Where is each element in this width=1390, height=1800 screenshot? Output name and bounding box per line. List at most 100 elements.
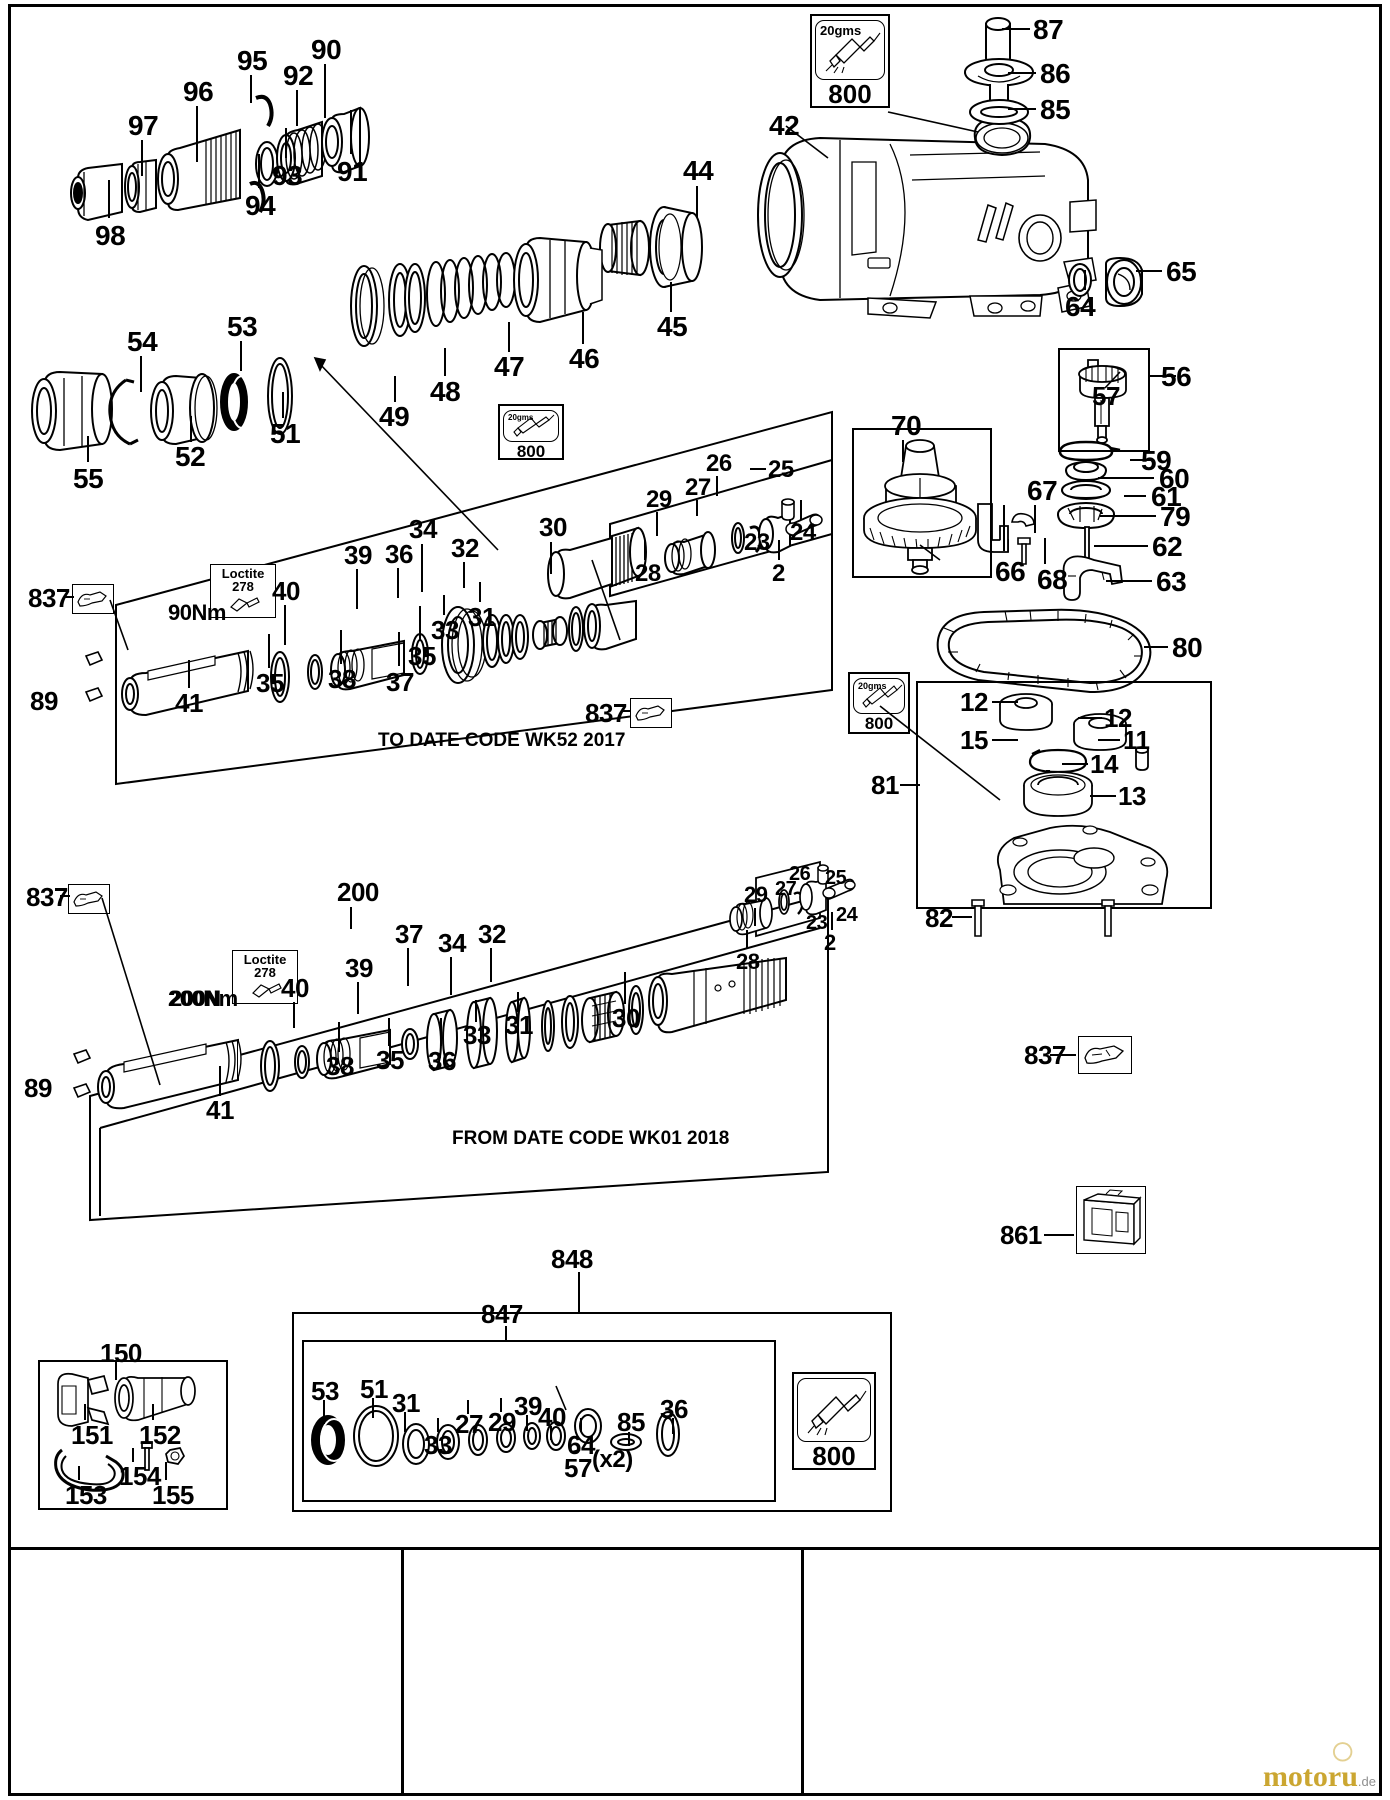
- callout-26: 26: [706, 450, 732, 477]
- legend-divider-1: [401, 1550, 404, 1793]
- handle-assembly-graphic: [46, 1364, 226, 1508]
- leader-87: [1002, 28, 1030, 30]
- lower-spindle-graphic: [97, 956, 798, 1118]
- callout-37: 37: [386, 667, 414, 697]
- leader-66: [1003, 505, 1005, 551]
- leader-96: [196, 106, 198, 162]
- leader-41b: [219, 1066, 221, 1096]
- callout-86: 86: [1040, 58, 1071, 89]
- leader-60: [1098, 477, 1154, 479]
- part-85-oring-graphic: [968, 98, 1030, 126]
- callout-35c: 35: [376, 1045, 404, 1075]
- kit-box-848: [292, 1312, 892, 1512]
- callout-24b: 24: [836, 904, 858, 926]
- leader-24: [800, 500, 802, 520]
- leader-97: [141, 140, 143, 176]
- grease-box-800-gearbox: 20gms 800: [848, 672, 910, 734]
- leader-25: [750, 468, 766, 470]
- callout-36: 36: [385, 539, 413, 569]
- callout-837c: 837: [26, 882, 68, 912]
- callout-91: 91: [337, 156, 368, 187]
- torque-label-200nm: 200Nm: [168, 986, 238, 1011]
- callout-52: 52: [175, 441, 206, 472]
- callout-28b: 28: [736, 949, 760, 974]
- part-82-screws-graphic: [966, 898, 1126, 940]
- handle-box-150: [38, 1360, 228, 1510]
- callout-153: 153: [65, 1480, 107, 1510]
- leader-64: [1084, 270, 1086, 290]
- watermark: motoru.de: [1263, 1760, 1376, 1794]
- leader-86: [1008, 72, 1036, 74]
- leader-153: [78, 1466, 80, 1480]
- leader-38b: [338, 1022, 340, 1052]
- leader-48: [444, 348, 446, 376]
- callout-861: 861: [1000, 1220, 1042, 1250]
- callout-40: 40: [272, 576, 300, 606]
- part-89a-pins-graphic: [62, 648, 118, 710]
- callout-85: 85: [1040, 94, 1071, 125]
- callout-24: 24: [790, 519, 816, 546]
- watermark-suffix: .de: [1357, 1774, 1376, 1789]
- callout-64k: 64: [567, 1430, 595, 1460]
- callout-848: 848: [551, 1244, 593, 1274]
- leader-85k: [628, 1432, 630, 1446]
- leader-80: [1144, 646, 1168, 648]
- leader-61: [1124, 495, 1146, 497]
- callout-29: 29: [646, 486, 672, 513]
- callout-42: 42: [769, 110, 800, 141]
- grease-code-label-mid: 800: [516, 442, 546, 461]
- callout-79: 79: [1160, 501, 1191, 532]
- upper-striker-graphic: [547, 498, 823, 610]
- part-70-gear-graphic: [858, 436, 986, 575]
- callout-97: 97: [128, 110, 159, 141]
- callout-31: 31: [468, 602, 496, 632]
- grease-code-label-gb: 800: [864, 714, 894, 733]
- callout-47: 47: [494, 351, 525, 382]
- leader-40b: [293, 1002, 295, 1028]
- leader-54: [140, 356, 142, 392]
- callout-25: 25: [768, 456, 794, 483]
- grease-box-800-kit: 800: [792, 1372, 876, 1470]
- callout-89a: 89: [30, 686, 58, 716]
- leader-45: [670, 282, 672, 312]
- icon-box-837-b: [630, 698, 672, 728]
- callout-51: 51: [270, 418, 301, 449]
- callout-44: 44: [683, 155, 714, 186]
- leader-13: [1090, 795, 1116, 797]
- leader-79: [1100, 515, 1156, 517]
- callout-152: 152: [139, 1420, 181, 1450]
- leader-47: [508, 322, 510, 352]
- leader-93: [285, 128, 287, 158]
- grease-weight-label-mid: 20gms: [508, 413, 534, 422]
- callout-41b: 41: [206, 1095, 234, 1125]
- callout-27k: 27: [455, 1409, 483, 1439]
- leader-26: [716, 476, 718, 496]
- callout-81: 81: [871, 770, 899, 800]
- loctite-box-lower: Loctite 278: [232, 950, 298, 1004]
- leader-837d: [1050, 1054, 1076, 1056]
- callout-33b: 33: [463, 1020, 491, 1050]
- leader-65: [1136, 270, 1162, 272]
- leader-12b: [1078, 717, 1102, 719]
- callout-85k: 85: [617, 1407, 645, 1437]
- part-56-box: [1058, 348, 1150, 452]
- leader-85: [1008, 108, 1036, 110]
- leader-95: [250, 75, 252, 103]
- callout-93: 93: [272, 160, 303, 191]
- callout-31b: 31: [505, 1010, 533, 1040]
- callout-32: 32: [451, 533, 479, 563]
- callout-27b: 27: [775, 878, 797, 900]
- leader-51k: [372, 1398, 374, 1418]
- leader-64k: [580, 1418, 582, 1432]
- leader-82: [952, 916, 972, 918]
- leader-62: [1094, 545, 1148, 547]
- leader-30b: [624, 972, 626, 1004]
- motor-housing-graphic: [740, 110, 1140, 330]
- callout-2b: 2: [824, 930, 836, 955]
- callout-95: 95: [237, 45, 268, 76]
- parts-51-55-graphic: [30, 340, 320, 470]
- callout-35b: 35: [256, 668, 284, 698]
- leader-837a: [64, 596, 74, 598]
- kit-qty-x2-label: (x2): [592, 1446, 633, 1473]
